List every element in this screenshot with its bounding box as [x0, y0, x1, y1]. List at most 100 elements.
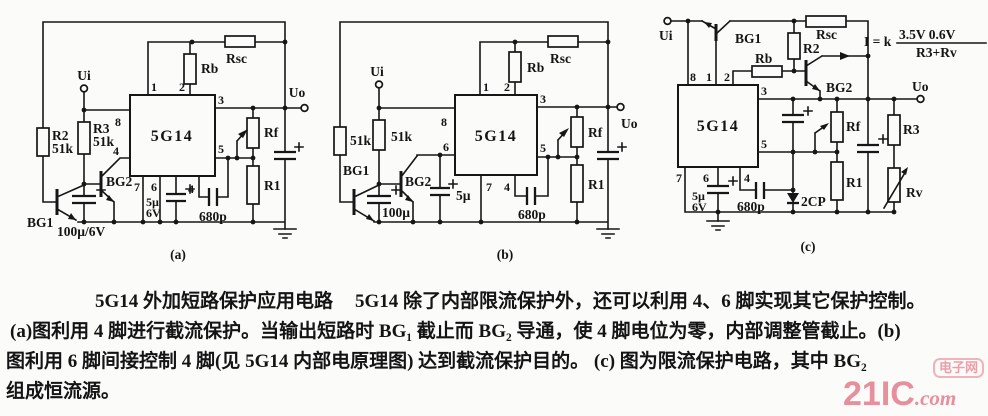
capacitor-5u [430, 186, 450, 197]
caption-line-4: 组成恒流源。 [6, 381, 121, 402]
resistor-rsc [547, 35, 579, 48]
pin-8: 8 [690, 70, 696, 84]
capacitors-a [72, 142, 304, 206]
junction-dots-c [685, 18, 897, 215]
label-bg2: BG2 [106, 174, 133, 189]
label-ui: Ui [370, 64, 384, 79]
terminal-ui-b [374, 80, 384, 89]
plus-signs [391, 142, 627, 195]
capacitor-mid [782, 113, 804, 124]
pin-4b: 4 [188, 182, 194, 196]
capacitor-680p [754, 182, 766, 199]
caption-line-3: 图利用 6 脚间接控制 4 脚(见 5G14 内部电原理图) 达到截流保护目的。… [6, 351, 867, 372]
pin-7: 7 [486, 180, 492, 194]
capacitor-output [857, 143, 879, 154]
wires-a [42, 21, 302, 239]
label-bg1: BG1 [735, 31, 762, 46]
subfigure-tag-a: (a) [170, 247, 186, 262]
diode-2cp [787, 193, 799, 205]
label-r2: R2 [803, 41, 820, 56]
pin-2: 2 [504, 80, 510, 94]
label-cap-100u: 100µ [382, 205, 410, 220]
pin-4: 4 [744, 171, 750, 185]
label-rb: Rb [527, 60, 544, 75]
pin-3: 3 [540, 92, 546, 106]
plus-signs [96, 142, 304, 195]
formula-denominator: R3+Rv [916, 45, 957, 60]
pin-7: 7 [134, 180, 140, 194]
label-rsc: Rsc [226, 51, 247, 66]
wiper-arrow [820, 123, 829, 130]
label-uo: Uo [289, 85, 306, 100]
label-cap-100u: 100µ/6V [57, 224, 106, 239]
pin-6: 6 [443, 140, 449, 154]
label-bg2: BG2 [405, 174, 432, 189]
label-rf: Rf [846, 119, 861, 134]
capacitor-5u [166, 192, 186, 203]
capacitors-c [707, 106, 888, 199]
terminal-ui-c [663, 16, 672, 26]
capacitor-output [597, 150, 619, 161]
resistor-r1 [246, 165, 260, 205]
label-51k-2: 51k [391, 129, 413, 144]
rheostat-rv [887, 167, 901, 203]
pin-1: 1 [483, 80, 489, 94]
subfigure-tag-c: (c) [801, 239, 816, 254]
label-51k-1: 51k [350, 133, 372, 148]
transistor-bg1-a [55, 183, 86, 222]
label-ui: Ui [659, 28, 673, 43]
resistors-b [333, 35, 584, 203]
label-bg2: BG2 [826, 80, 853, 95]
label-diode-2cp: 2CP [801, 194, 826, 209]
terminal-uo-c [916, 94, 925, 104]
transistor-bg2-c [804, 52, 869, 100]
pin-3: 3 [761, 84, 767, 98]
resistor-r3 [887, 114, 901, 146]
watermark-row: 21IC.com [843, 375, 956, 414]
pin-labels-a: 1 2 3 8 4 5 7 6 4 [113, 80, 224, 196]
pin-5: 5 [540, 141, 546, 155]
ground-symbol [596, 228, 620, 239]
capacitor-100u [367, 194, 391, 205]
label-r3-value: 51k [93, 134, 115, 149]
resistor-rb [751, 65, 783, 78]
circuit-a: Ui Uo Rsc Rb R2 51k R3 51k Rf R1 100µ/6V… [27, 21, 309, 262]
circuit-figure: Ui Uo Rsc Rb R2 51k R3 51k Rf R1 100µ/6V… [27, 15, 987, 262]
circuit-b: Ui Uo Rsc Rb 51k 51k Rf R1 100µ 5µ 680p … [333, 21, 638, 262]
watermark-domain: .com [914, 386, 957, 410]
potentiometer-rf [570, 116, 584, 148]
transistor-bg2-a [83, 157, 131, 223]
resistor-rb [183, 53, 197, 85]
junction-dots-b [376, 39, 611, 225]
terminal-uo-a [300, 103, 309, 113]
resistor-51k-1 [333, 126, 347, 156]
label-r1: R1 [846, 175, 863, 190]
potentiometer-rf [830, 111, 844, 143]
resistor-r1 [830, 161, 844, 201]
label-rf: Rf [588, 125, 603, 140]
ground-symbol [706, 220, 730, 231]
label-r1: R1 [264, 178, 281, 193]
label-cap-6v: 6V [692, 200, 707, 214]
rv-arrow-line [882, 169, 908, 210]
pin-2: 2 [724, 70, 730, 84]
capacitors-b [367, 142, 627, 205]
capacitor-680p [207, 188, 219, 206]
wiper-arrow [238, 129, 248, 138]
formula-numerator: 3.5V 0.6V [899, 27, 956, 42]
label-bg1: BG1 [343, 163, 370, 178]
pin-labels-b: 1 2 3 8 6 7 4 5 [441, 80, 546, 194]
label-bg1: BG1 [27, 215, 54, 230]
label-cap-5u: 5µ [692, 189, 705, 203]
label-rsc: Rsc [550, 51, 571, 66]
circuit-c: Ui Uo BG1 BG2 Rsc R2 Rb Rf R1 R3 Rv 5µ 6… [659, 15, 987, 254]
label-rsc: Rsc [816, 27, 837, 42]
formula: I = k 3.5V 0.6V R3+Rv [864, 27, 987, 60]
label-r1: R1 [588, 177, 605, 192]
plus-signs [728, 106, 888, 186]
rv-arrow [901, 167, 908, 175]
label-r3: R3 [903, 122, 920, 137]
label-cap-6v: 6V [146, 206, 161, 220]
label-uo: Uo [912, 79, 929, 94]
